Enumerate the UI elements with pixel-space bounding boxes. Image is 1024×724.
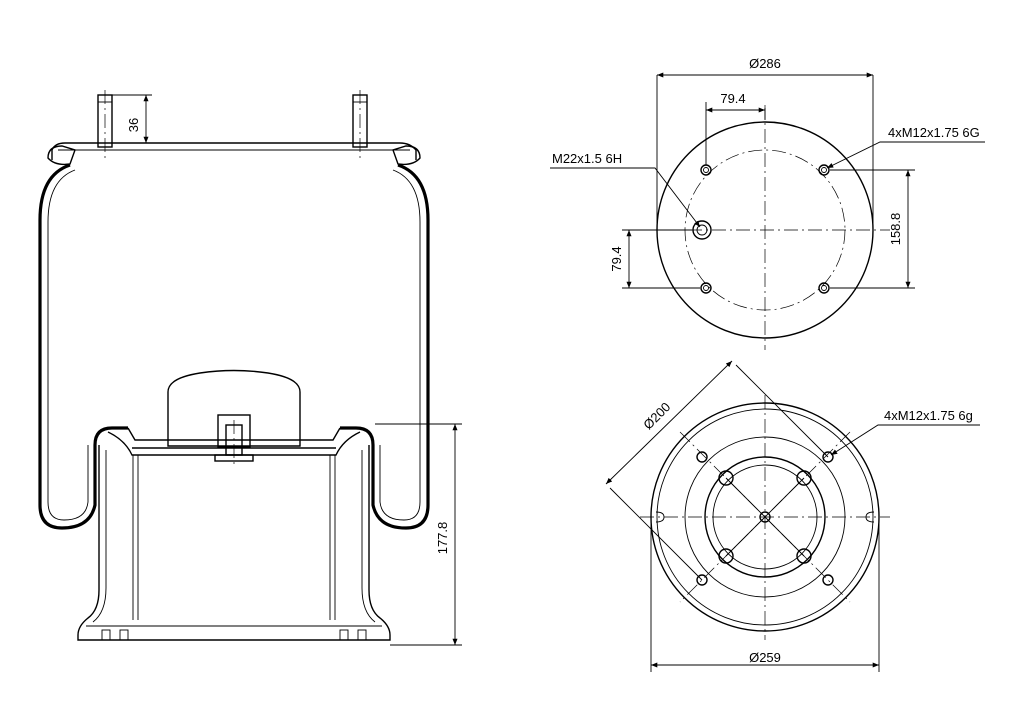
leader-top-bolt-thread: 4xM12x1.75 6G xyxy=(826,125,985,169)
side-view: 36 177.8 xyxy=(38,90,462,646)
side-notches xyxy=(655,511,875,523)
bumper-stop xyxy=(167,369,301,468)
piston-ribs xyxy=(725,477,805,557)
label-total-height: 177.8 xyxy=(435,522,450,555)
dimension-piston-diameter: Ø259 xyxy=(650,517,880,672)
rubber-bellow xyxy=(38,163,430,530)
top-stud-left xyxy=(97,90,113,160)
piston-bottom-view: Ø200 4xM12x1.75 6g Ø259 xyxy=(605,360,980,672)
label-bottom-bolt-circle: Ø200 xyxy=(640,399,673,432)
dimension-top-diameter: Ø286 xyxy=(656,56,874,230)
leader-air-port-thread: M22x1.5 6H xyxy=(550,151,701,228)
dimension-bolt-spacing-x: 79.4 xyxy=(705,91,765,165)
top-stud-right xyxy=(352,90,368,160)
label-top-bolt-thread: 4xM12x1.75 6G xyxy=(888,125,980,140)
label-air-port-offset: 79.4 xyxy=(609,246,624,271)
top-plate-view: Ø286 79.4 158.8 79.4 M22x1.5 6H xyxy=(550,56,985,350)
dimension-air-port-offset: 79.4 xyxy=(609,229,700,289)
label-bottom-bolt-thread: 4xM12x1.75 6g xyxy=(884,408,973,423)
label-bolt-spacing-x: 79.4 xyxy=(720,91,745,106)
top-plate xyxy=(47,142,421,166)
label-air-port-thread: M22x1.5 6H xyxy=(552,151,622,166)
label-bolt-spacing-y: 158.8 xyxy=(888,213,903,246)
dimension-stud-height: 36 xyxy=(112,94,152,144)
dimension-bolt-spacing-y: 158.8 xyxy=(830,169,915,289)
label-stud-height: 36 xyxy=(126,118,141,132)
dimension-total-height: 177.8 xyxy=(375,423,462,646)
label-piston-diameter: Ø259 xyxy=(749,650,781,665)
piston xyxy=(77,427,391,641)
air-port xyxy=(692,220,712,240)
label-top-diameter: Ø286 xyxy=(749,56,781,71)
leader-bottom-bolt-thread: 4xM12x1.75 6g xyxy=(830,408,980,456)
